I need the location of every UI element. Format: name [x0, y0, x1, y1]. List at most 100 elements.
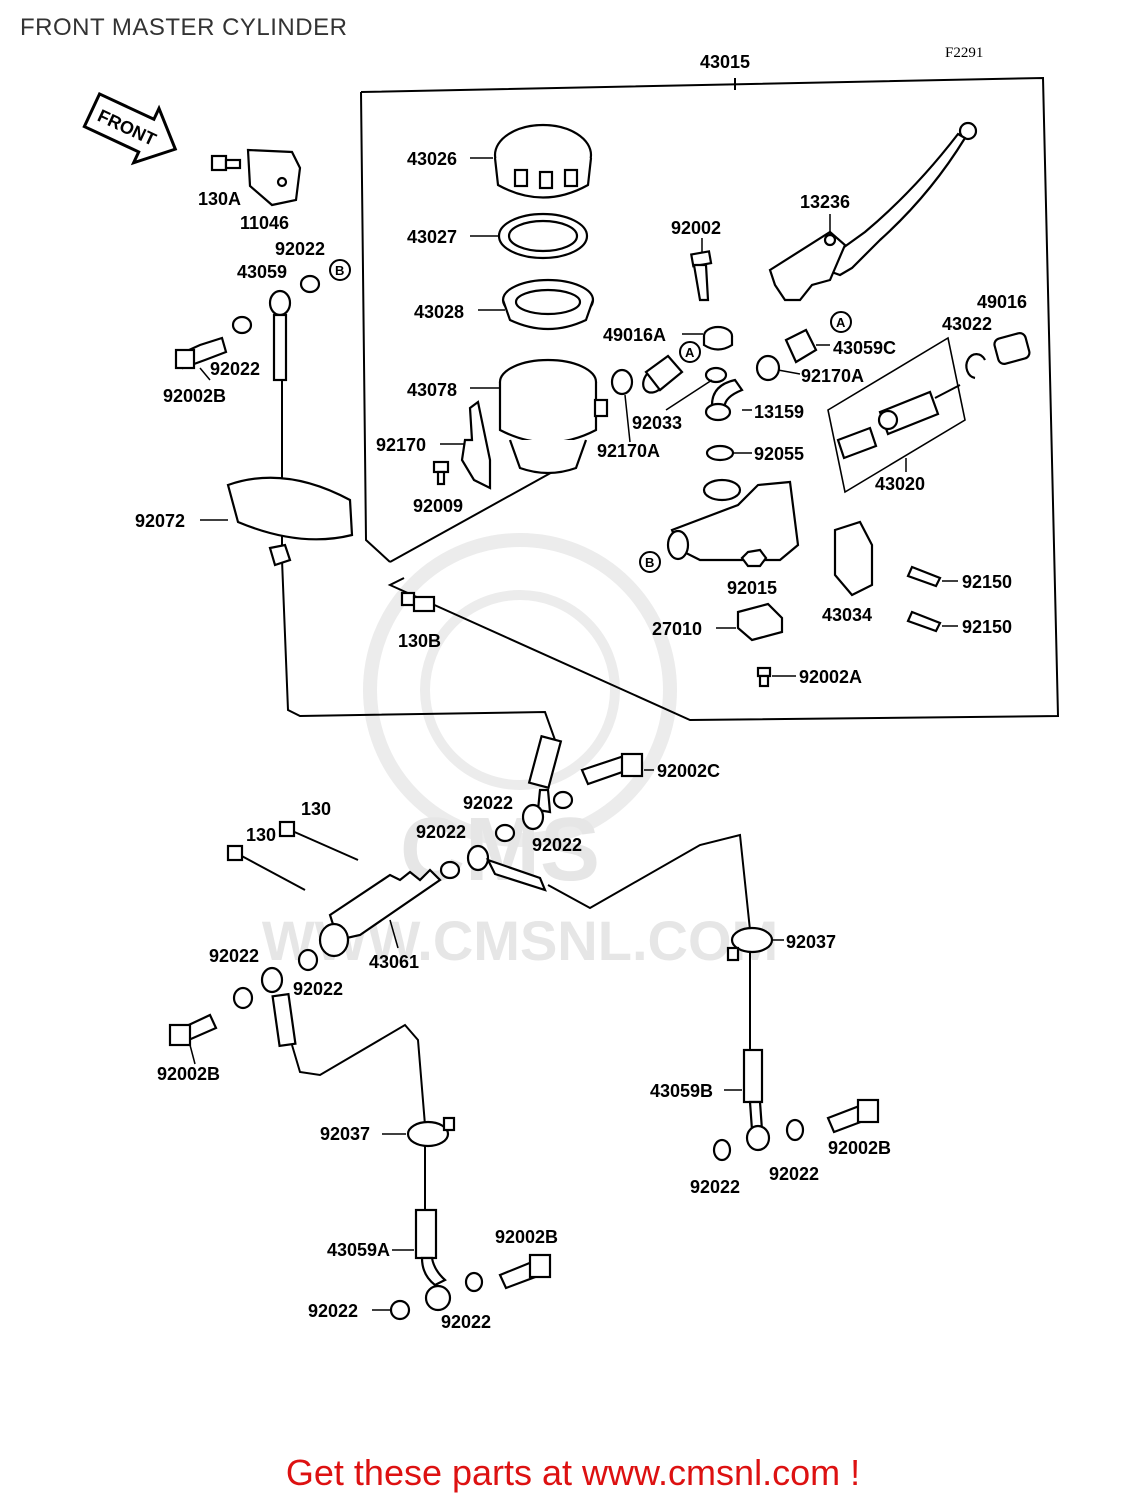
label-43078: 43078 — [407, 380, 457, 400]
label-92022-b2: 92022 — [441, 1312, 491, 1332]
bolt-92002b-right — [826, 1098, 880, 1134]
label-49016a: 49016A — [603, 325, 666, 345]
washer-92022-b2 — [464, 1271, 484, 1293]
label-92002b-bottom: 92002B — [495, 1227, 558, 1247]
clip-92170a-left — [610, 368, 634, 396]
label-92022-r1: 92022 — [690, 1177, 740, 1197]
label-130a: 130A — [198, 189, 241, 209]
clip-92170a-right — [755, 354, 781, 382]
washer-92022-top — [299, 274, 321, 294]
label-130-a: 130 — [301, 799, 331, 819]
callout-a-left: A — [679, 341, 701, 363]
label-92022-top: 92022 — [275, 239, 325, 259]
clamp-92170 — [460, 400, 492, 490]
label-130b: 130B — [398, 631, 441, 651]
switch-27010 — [736, 602, 784, 642]
reservoir-cap — [493, 123, 593, 199]
boot-49016 — [993, 332, 1031, 365]
bolt-92002b-left — [168, 1013, 218, 1047]
svg-text:A: A — [685, 345, 695, 360]
pin-43059c — [784, 328, 818, 364]
bolt-92002c — [580, 752, 644, 786]
bolt-130-b — [226, 844, 306, 891]
assembly-outline-43015 — [360, 76, 1060, 722]
diaphragm-plate — [501, 278, 595, 331]
label-49016: 49016 — [977, 292, 1027, 312]
label-92037-left: 92037 — [320, 1124, 370, 1144]
footer-link[interactable]: Get these parts at www.cmsnl.com ! — [285, 1452, 861, 1493]
banjo-lower — [521, 803, 545, 831]
washer-92022-m1 — [494, 823, 516, 843]
label-92150-a: 92150 — [962, 572, 1012, 592]
label-92002a: 92002A — [799, 667, 862, 687]
label-43020: 43020 — [875, 474, 925, 494]
washer-92055 — [705, 444, 735, 462]
label-43059c: 43059C — [833, 338, 896, 358]
diaphragm-ring — [497, 212, 589, 260]
bolt-92150-b — [906, 610, 942, 633]
label-92022-r2: 92022 — [769, 1164, 819, 1184]
label-92037-right: 92037 — [786, 932, 836, 952]
joint-43061 — [318, 868, 442, 958]
screw-92002a — [756, 666, 772, 688]
label-92072: 92072 — [135, 511, 185, 531]
label-92015: 92015 — [727, 578, 777, 598]
label-92022-m3: 92022 — [532, 835, 582, 855]
label-43026: 43026 — [407, 149, 457, 169]
washer-92022-b1 — [389, 1299, 411, 1321]
label-43059b: 43059B — [650, 1081, 713, 1101]
svg-text:B: B — [645, 555, 654, 570]
label-92009: 92009 — [413, 496, 463, 516]
callout-a-right: A — [830, 311, 852, 333]
svg-text:B: B — [335, 263, 344, 278]
label-92002b-right: 92002B — [828, 1138, 891, 1158]
grommet-92037-left — [406, 1116, 456, 1148]
label-92170a-right: 92170A — [801, 366, 864, 386]
label-11046: 11046 — [240, 213, 289, 233]
label-43027: 43027 — [407, 227, 457, 247]
washer-92022-m3 — [552, 790, 574, 810]
callout-b-body: B — [639, 551, 661, 573]
holder-43034 — [833, 520, 874, 597]
bolt-92002b-top — [174, 336, 228, 370]
label-92002b-top: 92002B — [163, 386, 226, 406]
pin-92033 — [642, 354, 684, 394]
label-92022-l2: 92022 — [293, 979, 343, 999]
label-92170: 92170 — [376, 435, 426, 455]
washer-92022-b — [231, 315, 253, 335]
label-27010: 27010 — [652, 619, 702, 639]
label-43059: 43059 — [237, 262, 287, 282]
washer-92022-r1 — [712, 1138, 732, 1162]
label-43028: 43028 — [414, 302, 464, 322]
bolt-130-a — [278, 820, 359, 861]
label-92022-m1: 92022 — [463, 793, 513, 813]
label-92170a-left: 92170A — [597, 441, 660, 461]
label-13236: 13236 — [800, 192, 850, 212]
label-92002b-left: 92002B — [157, 1064, 220, 1084]
hose-band-92072 — [226, 476, 354, 567]
label-43022: 43022 — [942, 314, 992, 334]
washer-92022-l2 — [297, 948, 319, 972]
banjo-joint — [466, 844, 547, 892]
bracket-11046 — [246, 148, 302, 207]
label-92002c: 92002C — [657, 761, 720, 781]
label-92033: 92033 — [632, 413, 682, 433]
nut-92015 — [740, 548, 768, 568]
bolt-130b — [400, 591, 436, 613]
banjo-13159 — [704, 378, 744, 422]
reservoir-body — [498, 358, 609, 475]
label-43061: 43061 — [369, 952, 419, 972]
brake-lever — [768, 121, 978, 302]
master-cylinder-body — [666, 478, 800, 562]
label-92022-l1: 92022 — [209, 946, 259, 966]
label-92055: 92055 — [754, 444, 804, 464]
hose-fitting-43059a — [414, 1208, 452, 1312]
banjo-43059 — [268, 289, 292, 382]
dust-boot-49016a — [702, 325, 734, 351]
label-43059a: 43059A — [327, 1240, 390, 1260]
label-13159: 13159 — [754, 402, 804, 422]
piston-assembly-43020 — [827, 336, 966, 494]
banjo-43059-lower-left — [260, 966, 297, 1048]
label-92022-b1: 92022 — [308, 1301, 358, 1321]
label-92022-b: 92022 — [210, 359, 260, 379]
